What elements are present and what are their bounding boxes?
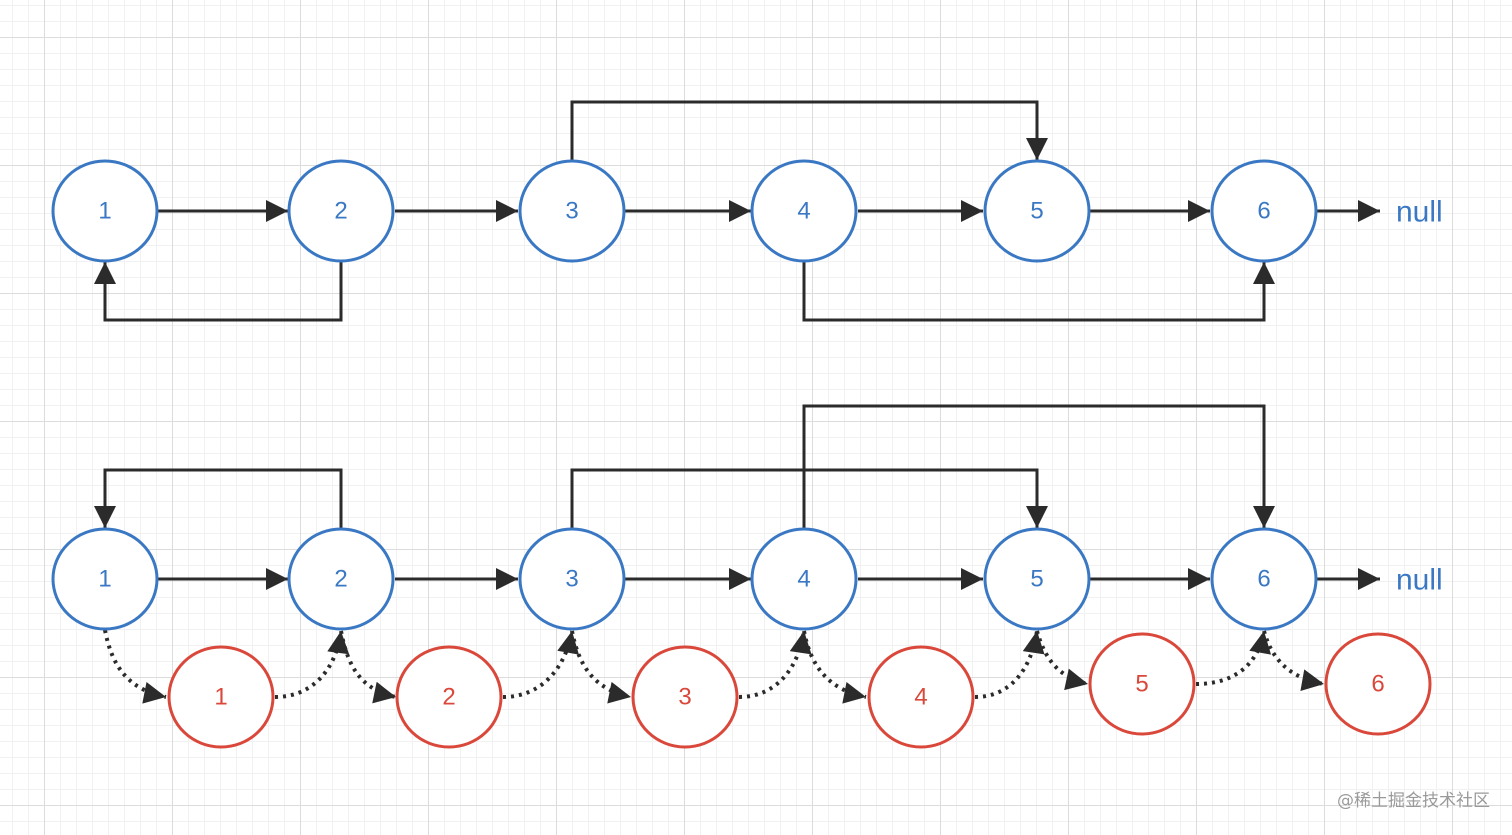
copy-node-2-label: 2 [442, 684, 455, 711]
copy-nodes: 1 2 3 4 5 6 [167, 632, 1432, 749]
top-node-4-label: 4 [797, 198, 810, 225]
bottom-random-edges [94, 404, 1275, 528]
link-orig5-copy5 [1035, 630, 1089, 691]
bottom-node-5: 5 [983, 527, 1091, 631]
top-node-2-label: 2 [334, 198, 347, 225]
link-orig1-copy1 [103, 629, 167, 704]
bottom-node-2: 2 [287, 527, 395, 631]
bottom-node-4-label: 4 [797, 566, 810, 593]
copy-node-3-label: 3 [678, 684, 691, 711]
copy-node-6-label: 6 [1371, 671, 1384, 698]
bottom-random-3-5 [570, 468, 1048, 528]
bottom-node-1-label: 1 [98, 566, 111, 593]
top-node-3: 3 [518, 159, 626, 263]
bottom-node-3-label: 3 [565, 566, 578, 593]
top-nodes: 1 2 3 4 5 6 null [51, 159, 1443, 263]
bottom-node-6-label: 6 [1257, 566, 1270, 593]
top-node-5: 5 [983, 159, 1091, 263]
top-random-3-5 [570, 100, 1048, 160]
copy-node-4-label: 4 [914, 684, 927, 711]
top-node-5-label: 5 [1030, 198, 1043, 225]
copy-node-2: 2 [395, 645, 503, 749]
top-random-4-6 [802, 262, 1275, 322]
watermark: @稀土掘金技术社区 [1337, 791, 1490, 811]
copy-node-1: 1 [167, 645, 275, 749]
top-node-6-label: 6 [1257, 198, 1270, 225]
link-copy4-orig5 [974, 630, 1045, 699]
link-copy3-orig4 [738, 630, 812, 699]
link-orig3-copy3 [570, 630, 632, 704]
copy-node-5-label: 5 [1135, 671, 1148, 698]
link-orig4-copy4 [802, 630, 867, 704]
link-orig6-copy6 [1262, 630, 1325, 691]
bottom-node-5-label: 5 [1030, 566, 1043, 593]
copy-node-1-label: 1 [214, 684, 227, 711]
top-node-2: 2 [287, 159, 395, 263]
link-copy1-orig2 [274, 630, 350, 699]
top-random-2-1 [94, 262, 343, 322]
top-node-1-label: 1 [98, 198, 111, 225]
bottom-node-4: 4 [750, 527, 858, 631]
top-null-label: null [1396, 196, 1443, 229]
bottom-random-2-1 [94, 468, 343, 528]
bottom-nodes: 1 2 3 4 5 6 null [51, 527, 1443, 631]
bottom-node-3: 3 [518, 527, 626, 631]
bottom-node-2-label: 2 [334, 566, 347, 593]
bottom-node-6: 6 [1210, 527, 1318, 631]
link-orig2-copy2 [339, 630, 397, 704]
link-copy5-orig6 [1195, 630, 1271, 686]
bottom-null-label: null [1396, 564, 1443, 597]
top-node-4: 4 [750, 159, 858, 263]
link-copy2-orig3 [502, 630, 579, 699]
bottom-copy-links [103, 629, 1325, 704]
top-node-1: 1 [51, 159, 159, 263]
bottom-node-1: 1 [51, 527, 159, 631]
copy-node-5: 5 [1088, 632, 1196, 736]
copy-node-3: 3 [631, 645, 739, 749]
copy-node-4: 4 [867, 645, 975, 749]
top-node-6: 6 [1210, 159, 1318, 263]
copy-node-6: 6 [1324, 632, 1432, 736]
bottom-random-4-6 [802, 404, 1275, 528]
top-node-3-label: 3 [565, 198, 578, 225]
top-random-edges [94, 100, 1275, 322]
